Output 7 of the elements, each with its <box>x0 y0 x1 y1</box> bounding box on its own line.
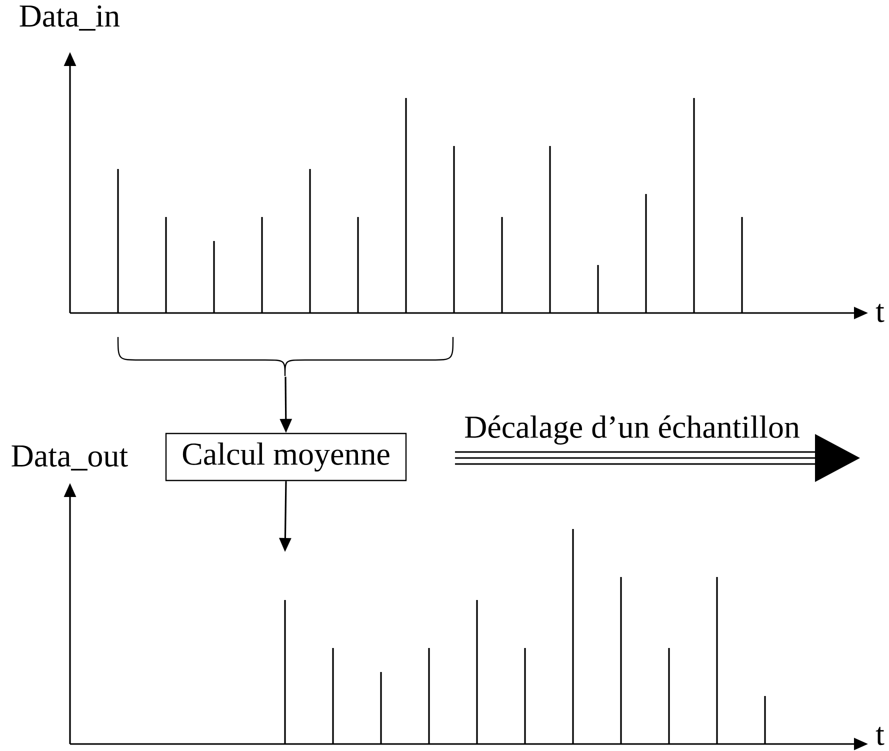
curly-brace <box>117 337 454 377</box>
axis-label: Décalage d’un échantillon <box>465 415 800 445</box>
axis-label: Data_out <box>12 445 128 471</box>
axis-label: t <box>876 304 884 322</box>
axis-label: t <box>876 726 884 746</box>
axis-label: Data_in <box>20 5 120 31</box>
process-box: Calcul moyenne <box>165 432 407 482</box>
